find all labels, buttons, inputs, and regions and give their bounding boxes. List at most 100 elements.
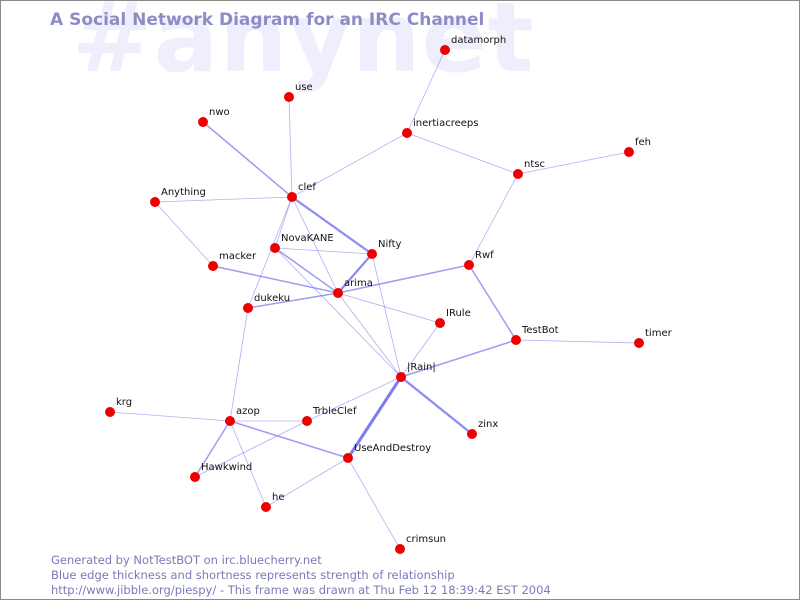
node-label: he: [272, 492, 285, 503]
edge-clef-nifty: [290, 195, 374, 256]
edge-inertiacreeps-clef: [291, 132, 408, 198]
edge-use-clef: [288, 96, 293, 198]
node-feh: feh: [624, 137, 651, 157]
edge-nwo-clef: [202, 121, 293, 198]
edge-anything-clef: [154, 196, 293, 203]
node-label: datamorph: [451, 35, 506, 46]
node-label: nwo: [209, 107, 230, 118]
edge-azop-hawkwind: [194, 420, 231, 478]
node-label: UseAndDestroy: [354, 443, 431, 454]
channel-watermark: #anynet: [72, 0, 535, 94]
edge-ntsc-feh: [517, 151, 630, 175]
node-datamorph: datamorph: [440, 35, 506, 55]
edge-hawkwind-trbleclef: [194, 420, 308, 478]
node-azop: azop: [225, 406, 260, 426]
node-krg: krg: [105, 397, 132, 417]
node-label: use: [295, 82, 313, 93]
node-dot: [333, 288, 343, 298]
edge-clef-arima: [291, 196, 339, 294]
node-dot: [105, 407, 115, 417]
edge-rain-useanddestroy: [346, 375, 403, 460]
edge-irule-rain: [400, 322, 441, 378]
edge-novakane-nifty: [274, 247, 373, 255]
node-dot: [467, 429, 477, 439]
node-label: Anything: [161, 187, 206, 198]
node-dot: [302, 416, 312, 426]
edge-useanddestroy-crimsun: [347, 457, 401, 550]
node-anything: Anything: [150, 187, 206, 207]
node-label: dukeku: [254, 293, 290, 304]
node-label: timer: [645, 328, 673, 339]
node-crimsun: crimsun: [395, 534, 446, 554]
edge-dukeku-azop: [229, 307, 249, 422]
node-inertiacreeps: inertiacreeps: [402, 118, 478, 138]
node-dot: [150, 197, 160, 207]
node-label: Nifty: [378, 239, 402, 250]
edge-arima-dukeku: [247, 292, 339, 309]
node-dot: [243, 303, 253, 313]
node-dot: [396, 372, 406, 382]
edge-datamorph-inertiacreeps: [406, 49, 446, 134]
node-label: |Rain|: [407, 362, 436, 373]
node-label: krg: [116, 397, 132, 408]
footer-line-generator: Generated by NotTestBOT on irc.bluecherr…: [51, 553, 322, 567]
node-ntsc: ntsc: [513, 159, 545, 179]
footer: Generated by NotTestBOT on irc.bluecherr…: [51, 553, 551, 598]
edges-layer: [109, 49, 640, 550]
node-nwo: nwo: [198, 107, 230, 127]
node-novakane: NovaKANE: [270, 233, 334, 253]
node-dot: [435, 318, 445, 328]
node-dot: [343, 453, 353, 463]
node-dot: [225, 416, 235, 426]
node-dot: [367, 249, 377, 259]
edge-novakane-rain: [274, 247, 402, 378]
node-dot: [198, 117, 208, 127]
node-dot: [261, 502, 271, 512]
edge-rain-trbleclef: [306, 376, 402, 422]
node-dot: [511, 335, 521, 345]
node-label: NovaKANE: [281, 233, 334, 244]
node-timer: timer: [634, 328, 673, 348]
edge-krg-azop: [109, 411, 231, 422]
node-dot: [634, 338, 644, 348]
node-macker: macker: [208, 251, 257, 271]
node-hawkwind: Hawkwind: [190, 462, 252, 482]
node-label: ntsc: [524, 159, 545, 170]
edge-anything-macker: [154, 201, 214, 267]
node-irule: IRule: [435, 308, 471, 328]
node-label: Hawkwind: [201, 462, 252, 473]
node-label: TrbleClef: [312, 406, 357, 417]
footer-line-legend: Blue edge thickness and shortness repres…: [51, 568, 455, 582]
node-nifty: Nifty: [367, 239, 402, 259]
edge-nifty-arima: [336, 252, 374, 295]
node-label: IRule: [446, 308, 471, 319]
node-rain: |Rain|: [396, 362, 436, 382]
edge-testbot-rain: [400, 339, 517, 378]
node-dot: [513, 169, 523, 179]
node-dot: [464, 260, 474, 270]
edge-azop-he: [229, 420, 267, 508]
node-label: macker: [219, 251, 257, 262]
node-label: feh: [635, 137, 651, 148]
nodes-layer: datamorphusenwoinertiacreepsfehntscclefA…: [105, 35, 673, 554]
edge-arima-irule: [337, 292, 441, 324]
edge-testbot-timer: [515, 339, 640, 344]
node-label: Rwf: [475, 250, 494, 261]
node-dot: [440, 45, 450, 55]
edge-nifty-rain: [371, 253, 402, 378]
edge-clef-dukeku: [247, 196, 293, 309]
edge-macker-arima: [212, 265, 339, 294]
node-label: crimsun: [406, 534, 446, 545]
node-rwf: Rwf: [464, 250, 494, 270]
node-label: TestBot: [521, 325, 559, 336]
node-use: use: [284, 82, 313, 102]
footer-line-url: http://www.jibble.org/piespy/ - This fra…: [51, 583, 551, 597]
edge-azop-useanddestroy: [229, 420, 349, 459]
edge-arima-rain: [337, 292, 402, 378]
edge-novakane-arima: [274, 247, 339, 294]
node-label: inertiacreeps: [413, 118, 478, 129]
node-dot: [208, 261, 218, 271]
node-dot: [402, 128, 412, 138]
